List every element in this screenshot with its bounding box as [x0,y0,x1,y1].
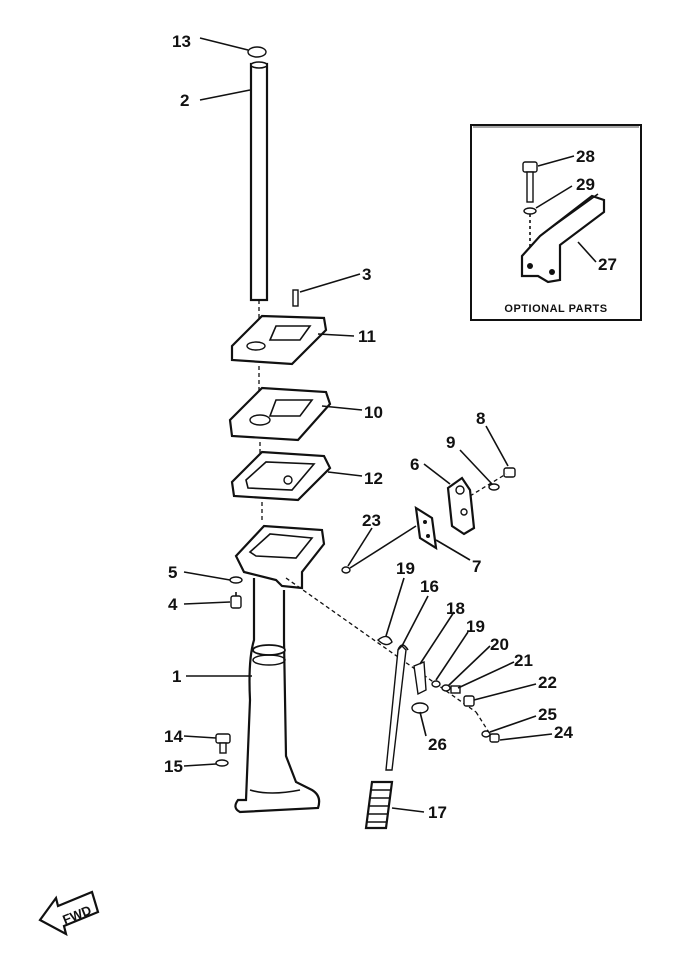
callout-27: 27 [598,255,617,274]
leader-lines [183,37,597,813]
callout-17: 17 [428,803,447,822]
callout-8: 8 [476,409,485,428]
washer-15 [215,759,229,767]
cap-13 [247,46,267,58]
callout-25: 25 [538,705,557,724]
callout-7: 7 [472,557,481,576]
callout-9: 9 [446,433,455,452]
nut-24 [489,733,500,743]
plate-11 [230,314,328,366]
bolt-4 [230,592,242,609]
callout-4: 4 [168,595,178,614]
callout-19b: 19 [466,617,485,636]
pin-23 [341,566,351,574]
callout-12: 12 [364,469,383,488]
shaft-2 [249,61,269,302]
washer-29 [523,207,537,215]
callout-10: 10 [364,403,383,422]
gasket-10 [228,386,332,442]
clip-19a [376,635,393,646]
washer-5 [229,576,243,584]
grip-17 [364,780,394,830]
bracket-27 [520,193,606,284]
drive-shaft-housing-1 [234,524,326,814]
callout-15: 15 [164,757,183,776]
callout-1: 1 [172,667,181,686]
callout-29: 29 [576,175,595,194]
washer-9 [488,483,500,491]
callout-2: 2 [180,91,189,110]
plate-7 [414,505,438,551]
washer-20 [441,684,451,692]
bolt-8 [503,467,516,478]
lever-18 [413,660,427,696]
callout-22: 22 [538,673,557,692]
callout-19a: 19 [396,559,415,578]
bracket-6 [446,476,476,536]
callout-14: 14 [164,727,183,746]
optional-parts-caption: OPTIONAL PARTS [504,303,607,315]
callout-23: 23 [362,511,381,530]
callout-6: 6 [410,455,419,474]
callout-24: 24 [554,723,573,742]
bolt-14 [215,733,231,754]
gasket-12 [230,450,332,502]
callout-18: 18 [446,599,465,618]
callout-21: 21 [514,651,533,670]
callout-5: 5 [168,563,177,582]
fwd-arrow-icon: FWD [38,890,100,937]
callout-26: 26 [428,735,447,754]
bolt-22 [463,695,475,707]
bolt-28 [522,161,538,203]
callout-16: 16 [420,577,439,596]
optional-parts-box: OPTIONAL PARTS [470,124,642,321]
spring-21 [450,685,461,694]
callout-28: 28 [576,147,595,166]
shift-rod-16 [385,644,409,771]
callout-20: 20 [490,635,509,654]
collar-26 [411,702,429,714]
callout-13: 13 [172,32,191,51]
callout-11: 11 [358,327,376,346]
callout-3: 3 [362,265,371,284]
callout-labels: 13 2 3 11 10 12 8 9 6 23 7 5 4 19 16 18 … [164,32,617,822]
clip-19b [431,680,441,688]
pin-3 [292,289,299,307]
